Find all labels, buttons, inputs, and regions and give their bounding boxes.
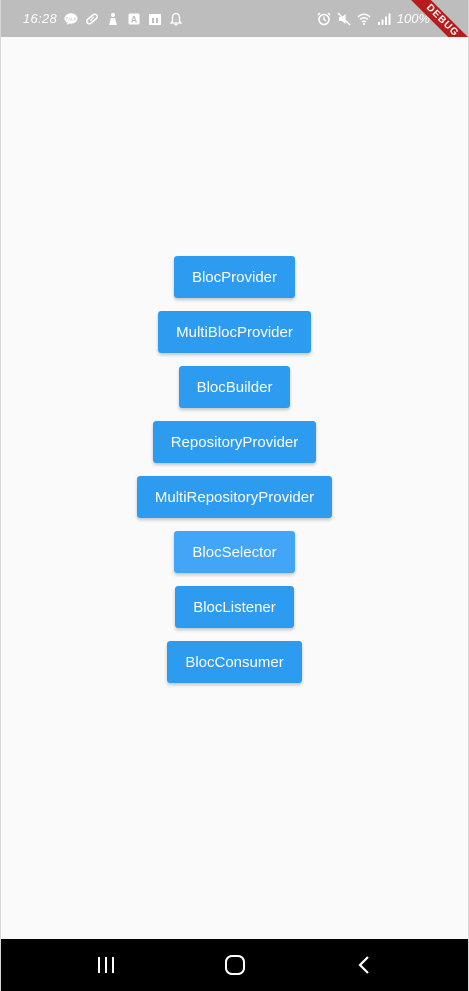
svg-text:TALK: TALK <box>66 16 77 21</box>
figure-icon <box>109 12 118 25</box>
bloc-provider-button[interactable]: BlocProvider <box>173 256 296 298</box>
bell-icon <box>169 12 183 25</box>
status-time: 16:28 <box>23 11 58 26</box>
svg-text:A: A <box>131 14 138 24</box>
signal-icon <box>377 13 391 25</box>
navigation-bar <box>1 939 468 991</box>
recent-apps-button[interactable] <box>76 945 136 985</box>
back-icon <box>357 956 369 974</box>
multi-repository-provider-button[interactable]: MultiRepositoryProvider <box>136 476 333 518</box>
status-right: 100% <box>317 11 450 26</box>
pill-icon <box>86 12 99 25</box>
back-button[interactable] <box>334 945 394 985</box>
status-bar: 16:28 TALK A <box>1 0 468 37</box>
bloc-selector-button[interactable]: BlocSelector <box>174 531 295 573</box>
wifi-icon <box>357 13 371 25</box>
repository-provider-button[interactable]: RepositoryProvider <box>152 421 317 463</box>
store-icon <box>149 13 162 25</box>
home-button[interactable] <box>205 945 265 985</box>
battery-level: 100% <box>396 11 430 26</box>
bloc-consumer-button[interactable]: BlocConsumer <box>167 641 302 683</box>
bloc-listener-button[interactable]: BlocListener <box>175 586 294 628</box>
main-content: BlocProvider MultiBlocProvider BlocBuild… <box>1 37 468 939</box>
alarm-icon <box>317 11 331 25</box>
talk-icon: TALK <box>64 12 78 25</box>
recent-apps-icon <box>97 957 114 973</box>
home-icon <box>224 955 245 975</box>
multi-bloc-provider-button[interactable]: MultiBlocProvider <box>158 311 311 353</box>
a-icon: A <box>128 13 140 24</box>
mute-icon <box>337 11 351 26</box>
bloc-builder-button[interactable]: BlocBuilder <box>178 366 291 408</box>
status-left: 16:28 TALK A <box>23 11 183 26</box>
button-list: BlocProvider MultiBlocProvider BlocBuild… <box>1 256 468 696</box>
